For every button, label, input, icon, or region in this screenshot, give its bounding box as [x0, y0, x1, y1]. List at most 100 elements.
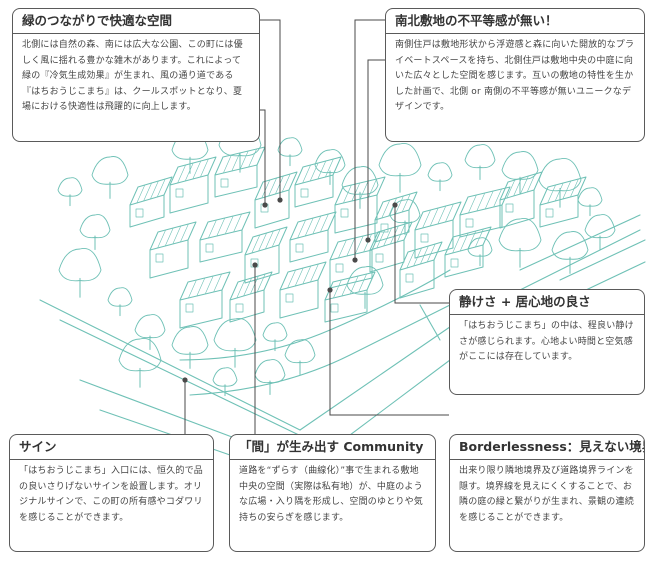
house: [294, 156, 342, 208]
roof-seam: [395, 195, 404, 215]
roof-seam: [390, 225, 399, 245]
house-window: [505, 203, 514, 213]
roof-seam: [437, 205, 447, 225]
road-line: [519, 214, 641, 271]
house-window: [285, 293, 294, 303]
panel-title: サイン: [10, 435, 213, 460]
panel-body: 道路を“ずらす（曲線化）”事で生まれる敷地中央の空間（実際は私有地）が、中庭のよ…: [239, 466, 424, 523]
house-roof: [459, 186, 511, 216]
house-wall: [244, 244, 280, 284]
house-roof: [254, 171, 298, 201]
callout-leader-lines: [182, 19, 449, 434]
tree-crown: [346, 266, 384, 295]
house-window: [450, 258, 459, 268]
tree-crown: [464, 144, 496, 169]
roof-seam: [261, 179, 271, 199]
roof-seam: [351, 182, 361, 202]
roof-seam: [358, 273, 367, 293]
house-wall: [369, 239, 405, 273]
house-roof: [169, 156, 217, 186]
house-roof: [199, 211, 251, 241]
tree: [389, 199, 421, 235]
house-window: [155, 253, 164, 263]
roof-seam: [188, 279, 197, 299]
tree-crown: [58, 247, 102, 282]
house-window: [175, 188, 184, 198]
house: [334, 176, 386, 234]
house-wall: [294, 174, 334, 208]
roof-seam: [250, 275, 259, 295]
leader-dot: [392, 202, 398, 208]
house-window: [295, 243, 304, 253]
roof-seam: [309, 162, 319, 182]
house-window: [405, 273, 414, 283]
house: [149, 221, 197, 279]
roof-seam: [333, 279, 342, 299]
house-roof: [414, 201, 462, 231]
panel-green-connection: 緑のつながりで快適な空間 北側には自然の森、南には広大な公園、この町には優しく風…: [12, 8, 260, 142]
roof-seam: [223, 154, 232, 174]
house-window: [185, 303, 194, 313]
roof-seam: [256, 273, 266, 293]
roof-seam: [381, 199, 391, 219]
roof-seam: [157, 229, 166, 249]
roof-seam: [526, 173, 536, 193]
roof-seam: [239, 150, 249, 170]
house-roof: [229, 271, 273, 301]
roof-seam: [302, 265, 312, 285]
house: [399, 241, 443, 299]
roof-seam: [396, 223, 406, 243]
tree-crown: [79, 214, 111, 239]
roof-seam: [268, 177, 277, 197]
house-window: [380, 223, 389, 233]
leader-dot: [327, 287, 333, 293]
leader-dot: [352, 257, 358, 263]
panel-title: 南北敷地の不平等感が無い！: [386, 9, 644, 34]
house-roof: [244, 226, 288, 256]
roof-seam: [216, 217, 226, 237]
house: [499, 171, 543, 229]
roof-seam: [401, 193, 411, 213]
tree-crown: [212, 367, 238, 387]
roof-seam: [304, 217, 314, 237]
tree-crown: [171, 326, 209, 355]
roof-seam: [413, 247, 422, 267]
house-wall: [229, 289, 265, 323]
house-window: [420, 233, 429, 243]
tree-crown: [118, 337, 162, 372]
roof-seam: [376, 229, 386, 249]
house-wall: [414, 219, 454, 259]
panel-title: 静けさ + 居心地の良さ: [450, 290, 644, 315]
house: [444, 226, 492, 278]
house-wall: [334, 194, 378, 234]
leader-line: [394, 205, 449, 304]
roof-seam: [354, 235, 364, 255]
roof-seam: [484, 190, 494, 210]
roof-seam: [302, 164, 311, 184]
panel-title: Borderlessness：見えない境界: [450, 435, 644, 460]
house-roof: [329, 231, 381, 261]
house-wall: [499, 189, 535, 229]
house-wall: [399, 259, 435, 299]
roof-seam: [236, 279, 246, 299]
roof-seam: [317, 160, 327, 180]
tree: [314, 149, 346, 185]
roof-seam: [346, 237, 356, 257]
roof-seam: [275, 175, 284, 195]
panel-borderless: Borderlessness：見えない境界 出来り限り隣地境界及び道路境界ライン…: [449, 434, 645, 552]
roof-seam: [445, 203, 454, 223]
tree-crown: [277, 137, 303, 157]
tree: [118, 337, 162, 388]
road-line: [419, 304, 441, 341]
tree-crown: [551, 231, 589, 260]
house-wall: [374, 209, 410, 243]
roof-seam: [156, 178, 166, 198]
tree: [277, 137, 303, 167]
tree: [107, 287, 133, 317]
house: [369, 221, 413, 273]
house-wall: [214, 164, 258, 198]
leader-dot: [262, 202, 268, 208]
house-roof: [294, 156, 342, 186]
tree-crown: [538, 157, 582, 192]
leader-dot: [277, 197, 283, 203]
